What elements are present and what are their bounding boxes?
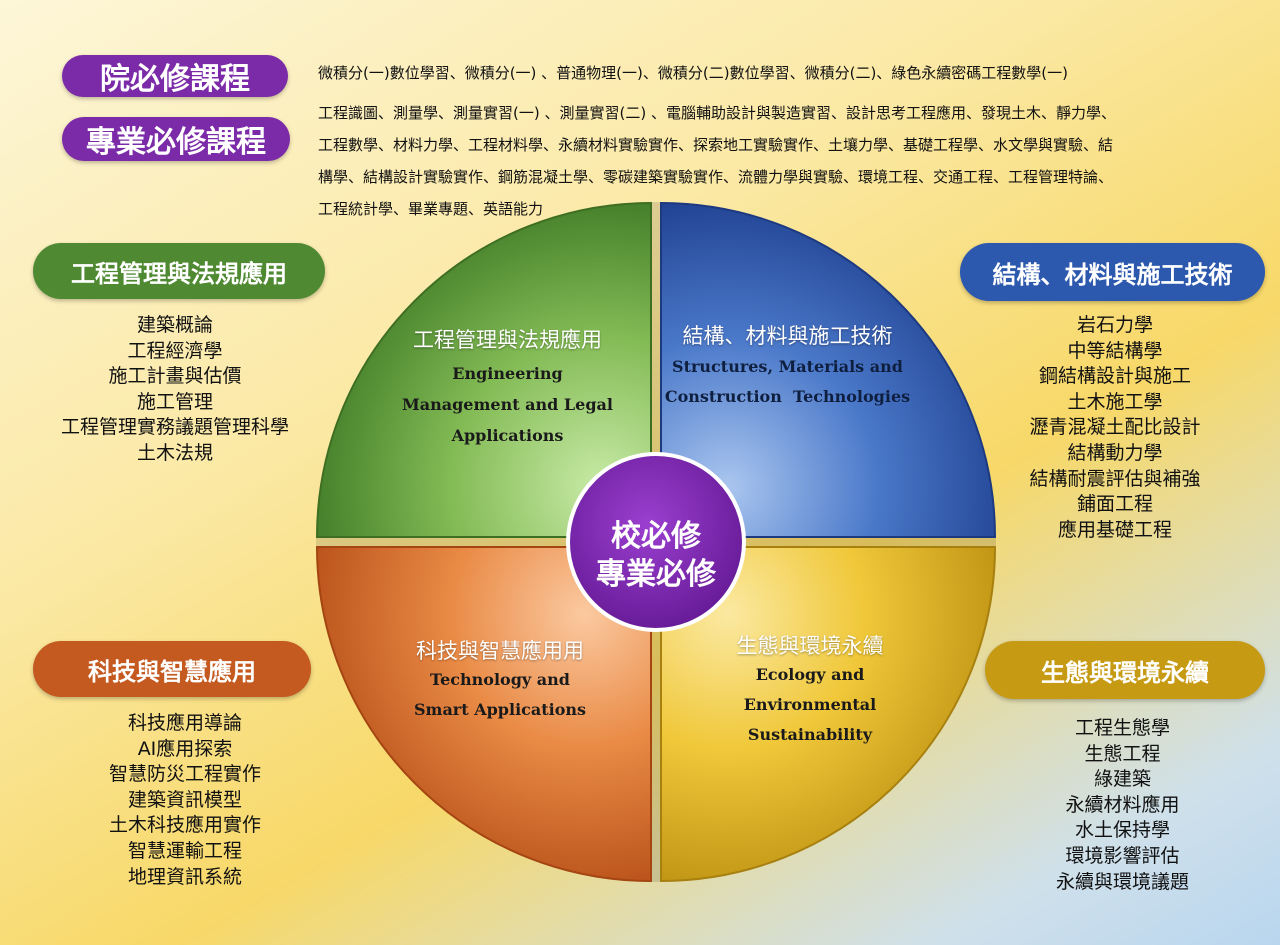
list-item: 土木法規 xyxy=(136,441,213,464)
list-item: 工程管理實務議題管理科學 xyxy=(60,416,289,439)
ecology-course-list: 工程生態學 生態工程 綠建築 永續材料應用 水土保持學 環境影響評估 永續與環境… xyxy=(1000,716,1245,895)
quadrant-technology xyxy=(315,546,652,883)
center-label: 校必修 專業必修 xyxy=(576,476,736,636)
list-item: 土木施工學 xyxy=(1067,390,1163,413)
list-item: 施工計畫與估價 xyxy=(108,365,242,388)
major-courses-line: 工程數學、材料力學、工程材料學、永續材料實驗實作、探索地工實驗實作、土壤力學、基… xyxy=(318,136,1114,154)
major-required-courses: 工程識圖、測量學、測量實習(一) 、測量實習(二) 、電腦輔助設計與製造實習、設… xyxy=(318,97,1240,225)
quadrant-title-en-line: Environmental xyxy=(743,695,877,714)
list-item: 結構動力學 xyxy=(1067,441,1163,464)
college-required-courses: 微積分(一)數位學習、微積分(一) 、普通物理(一)、微積分(二)數位學習、微積… xyxy=(318,64,1068,82)
technology-course-list: 科技應用導論 AI應用探索 智慧防災工程實作 建築資訊模型 土木科技應用實作 智… xyxy=(45,711,325,890)
list-item: 生態工程 xyxy=(1084,742,1161,765)
list-item: 水土保持學 xyxy=(1074,819,1170,842)
list-item: 岩石力學 xyxy=(1076,314,1153,336)
list-item: 中等結構學 xyxy=(1067,339,1163,362)
quadrant-title-en-line: Technology and xyxy=(430,670,570,689)
track-technology-pill: 科技與智慧應用 xyxy=(33,641,311,697)
quadrant-ecology xyxy=(660,546,997,883)
list-item: 科技應用導論 xyxy=(127,712,242,734)
list-item: 永續與環境議題 xyxy=(1055,870,1189,893)
quadrant-title-en-line: Smart Applications xyxy=(413,700,587,719)
quadrant-title-zh: 科技與智慧應用用 xyxy=(416,639,584,663)
list-item: 應用基礎工程 xyxy=(1057,518,1172,541)
quadrant-title-en-line: Engineering xyxy=(452,364,563,383)
management-course-list: 建築概論 工程經濟學 施工計畫與估價 施工管理 工程管理實務議題管理科學 土木法… xyxy=(30,313,320,467)
quadrant-management-label: 工程管理與法規應用 Engineering Management and Leg… xyxy=(385,324,630,451)
list-item: 土木科技應用實作 xyxy=(108,814,261,837)
quadrant-title-zh: 結構、材料與施工技術 xyxy=(682,324,893,348)
list-item: 智慧運輸工程 xyxy=(127,839,242,862)
list-item: 綠建築 xyxy=(1093,768,1151,791)
quadrant-title-zh: 工程管理與法規應用 xyxy=(413,328,602,352)
quadrant-title-en-line: Sustainability xyxy=(747,725,873,744)
list-item: 結構耐震評估與補強 xyxy=(1029,467,1201,490)
track-ecology-pill: 生態與環境永續 xyxy=(985,641,1265,699)
list-item: 建築資訊模型 xyxy=(127,788,242,811)
major-courses-line: 工程識圖、測量學、測量實習(一) 、測量實習(二) 、電腦輔助設計與製造實習、設… xyxy=(318,104,1116,122)
quadrant-title-zh: 生態與環境永續 xyxy=(736,634,884,658)
list-item: 工程經濟學 xyxy=(127,339,223,362)
center-line-1: 校必修 xyxy=(611,519,701,554)
quadrant-title-en-line: Management and Legal xyxy=(402,395,613,414)
major-courses-line: 構學、結構設計實驗實作、鋼筋混凝土學、零碳建築實驗實作、流體力學與實驗、環境工程… xyxy=(318,168,1114,186)
college-required-label: 院必修課程 xyxy=(62,55,288,97)
quadrant-ecology-label: 生態與環境永續 Ecology and Environmental Sustai… xyxy=(690,630,930,750)
list-item: 鋼結構設計與施工 xyxy=(1038,365,1191,388)
major-required-label: 專業必修課程 xyxy=(62,117,290,161)
list-item: 永續材料應用 xyxy=(1065,793,1180,816)
list-item: 施工管理 xyxy=(136,390,213,413)
quadrant-title-en: Structures, Materials and Construction T… xyxy=(660,352,915,412)
quadrant-title-en-line: Construction Technologies xyxy=(664,387,911,406)
quadrant-title-en: Technology and Smart Applications xyxy=(385,665,615,725)
list-item: AI應用探索 xyxy=(137,737,233,760)
quadrant-management xyxy=(315,201,652,538)
list-item: 地理資訊系統 xyxy=(127,865,242,888)
list-item: 鋪面工程 xyxy=(1076,493,1153,516)
quadrant-structures xyxy=(660,201,997,538)
structures-course-list: 岩石力學 中等結構學 鋼結構設計與施工 土木施工學 瀝青混凝土配比設計 結構動力… xyxy=(995,313,1235,543)
quadrant-structures-label: 結構、材料與施工技術 Structures, Materials and Con… xyxy=(660,320,915,412)
list-item: 建築概論 xyxy=(136,314,213,336)
quadrant-title-en: Ecology and Environmental Sustainability xyxy=(690,660,930,750)
quadrant-title-en-line: Applications xyxy=(451,426,564,445)
major-courses-line: 工程統計學、畢業專題、英語能力 xyxy=(318,200,544,218)
track-management-pill: 工程管理與法規應用 xyxy=(33,243,325,299)
quadrant-title-en: Engineering Management and Legal Applica… xyxy=(385,358,630,451)
center-line-2: 專業必修 xyxy=(596,557,716,592)
quadrant-title-en-line: Structures, Materials and xyxy=(672,357,903,376)
center-circle xyxy=(566,452,746,632)
list-item: 瀝青混凝土配比設計 xyxy=(1029,416,1201,439)
list-item: 工程生態學 xyxy=(1074,717,1170,739)
quadrant-technology-label: 科技與智慧應用用 Technology and Smart Applicatio… xyxy=(385,635,615,725)
quadrant-title-en-line: Ecology and xyxy=(755,665,865,684)
track-structures-pill: 結構、材料與施工技術 xyxy=(960,243,1265,301)
list-item: 環境影響評估 xyxy=(1065,844,1180,867)
list-item: 智慧防災工程實作 xyxy=(108,763,261,786)
